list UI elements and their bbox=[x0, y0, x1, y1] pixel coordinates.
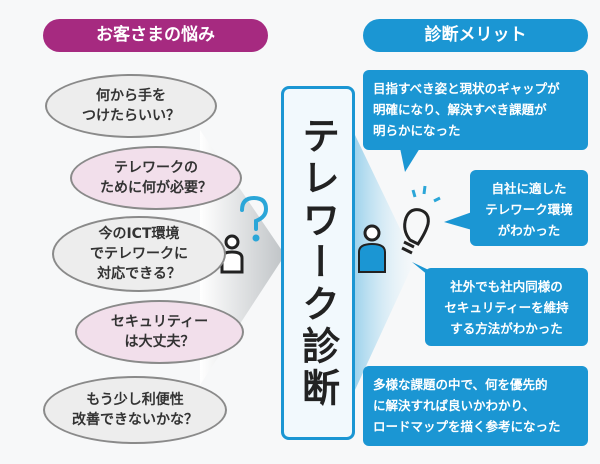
center-title: テレワーク診断 bbox=[295, 116, 340, 410]
worry-cloud-3: 今のICT環境 でテレワークに 対応できる？ bbox=[52, 216, 226, 292]
bubble-tail-2 bbox=[444, 212, 472, 230]
diagnosis-merits-header: 診断メリット bbox=[363, 19, 588, 52]
worry-cloud-2: テレワークの ために何が必要？ bbox=[70, 146, 242, 210]
telework-diagnosis-box: テレワーク診断 bbox=[281, 86, 355, 440]
worry-cloud-1: 何から手を つけたらいい？ bbox=[45, 74, 217, 138]
merit-bubble-4: 多様な課題の中で、何を優先的 に解決すれば良いかわかり、 ロードマップを描く参考… bbox=[363, 366, 588, 446]
customer-worries-header: お客さまの悩み bbox=[43, 19, 268, 52]
satisfied-person-icon bbox=[358, 224, 386, 273]
worry-cloud-4: セキュリティー は大丈夫？ bbox=[75, 300, 244, 364]
worried-person-icon bbox=[220, 234, 244, 274]
worry-cloud-5: もう少し利便性 改善できないかな？ bbox=[43, 376, 227, 444]
merit-bubble-2: 自社に適した テレワーク環境 がわかった bbox=[470, 170, 588, 246]
lightbulb-icon bbox=[401, 185, 441, 255]
question-mark-icon bbox=[240, 195, 269, 242]
merit-bubble-1: 目指すべき姿と現状のギャップが 明確になり、解決すべき課題が 明らかになった bbox=[363, 70, 588, 150]
bubble-tail-1 bbox=[400, 148, 420, 172]
merit-bubble-3: 社外でも社内同様の セキュリティーを維持 する方法がわかった bbox=[425, 268, 588, 346]
